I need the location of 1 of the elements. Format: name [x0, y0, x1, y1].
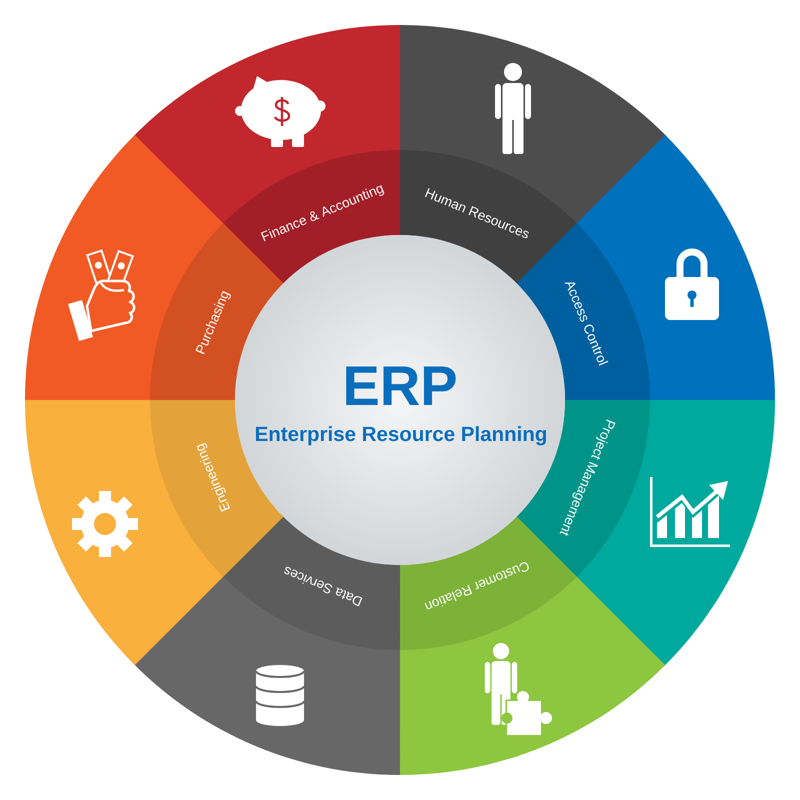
heading: ERP — [346, 366, 456, 405]
